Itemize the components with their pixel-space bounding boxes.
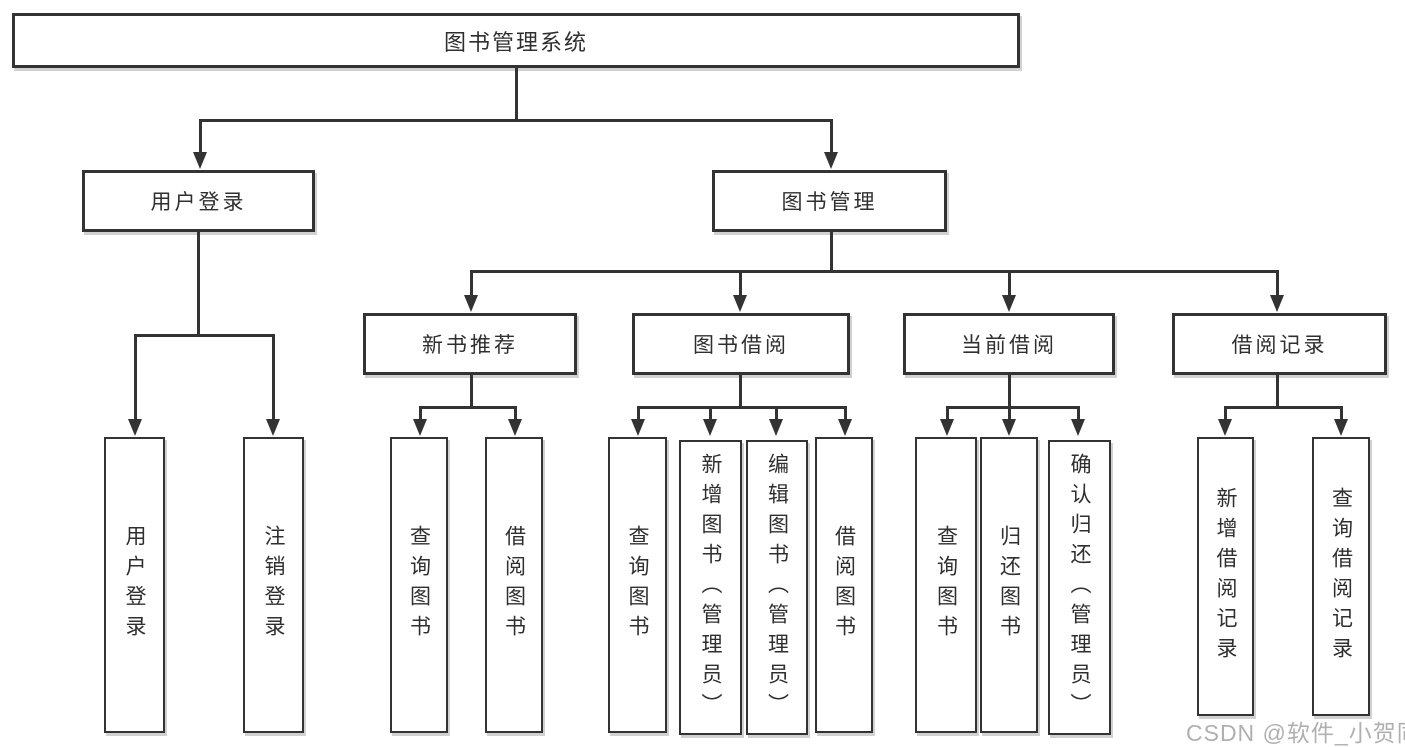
node-label: 图书管理	[781, 191, 878, 214]
leaf-borrow-books: 借阅图书	[815, 437, 873, 733]
leaf-label: 注销登录	[262, 525, 285, 645]
connector-to-login-leaf	[134, 334, 137, 419]
node-library-management-system: 图书管理系统	[12, 13, 1020, 68]
connector-book-mgmt-stem	[830, 232, 833, 273]
leaf-label: 新增图书（管理员）	[699, 452, 722, 723]
arrow-down-icon	[266, 419, 280, 436]
connector-records-stem	[1276, 375, 1279, 409]
connector-level3-rail	[470, 270, 1278, 273]
node-borrow-records: 借阅记录	[1172, 313, 1387, 375]
arrow-down-icon	[703, 419, 717, 436]
arrow-down-icon	[838, 419, 852, 436]
connector-current-stem	[1008, 375, 1011, 409]
connector-leaf	[775, 406, 778, 420]
arrow-down-icon	[940, 419, 954, 436]
arrow-down-icon	[1334, 419, 1348, 436]
leaf-borrow-books-recommend: 借阅图书	[485, 437, 543, 733]
leaf-user-login: 用户登录	[104, 437, 165, 733]
leaf-confirm-return-admin: 确认归还（管理员）	[1048, 440, 1111, 735]
leaf-query-books-borrow: 查询图书	[608, 437, 667, 733]
connector-to-current-borrow	[1008, 270, 1011, 296]
connector-to-book-management	[830, 119, 833, 152]
node-label: 用户登录	[150, 191, 247, 214]
csdn-watermark: CSDN @软件_小贺同学	[1186, 720, 1405, 746]
node-label: 新书推荐	[422, 334, 518, 357]
leaf-label: 查询图书	[626, 525, 649, 645]
arrow-down-icon	[1270, 295, 1284, 312]
connector-leaf	[1224, 406, 1227, 420]
leaf-logout: 注销登录	[243, 437, 304, 733]
leaf-add-book-admin: 新增图书（管理员）	[679, 440, 742, 735]
arrow-down-icon	[508, 419, 522, 436]
leaf-query-books-recommend: 查询图书	[390, 437, 448, 733]
connector-leaf	[637, 406, 640, 420]
arrow-down-icon	[1002, 419, 1016, 436]
node-label: 借阅记录	[1231, 334, 1328, 357]
connector-current-rail	[946, 406, 1079, 409]
leaf-return-books: 归还图书	[980, 437, 1038, 733]
arrow-down-icon	[193, 152, 207, 169]
leaf-label: 归还图书	[997, 525, 1021, 645]
connector-to-logout-leaf	[272, 334, 275, 419]
arrow-down-icon	[1218, 419, 1232, 436]
leaf-edit-book-admin: 编辑图书（管理员）	[746, 440, 808, 735]
leaf-label: 查询借阅记录	[1329, 486, 1353, 667]
connector-recommend-rail	[419, 406, 516, 409]
connector-leaf	[1340, 406, 1343, 420]
connector-leaf	[946, 406, 949, 420]
connector-leaf	[844, 406, 847, 420]
leaf-label: 借阅图书	[502, 525, 526, 645]
leaf-label: 确认归还（管理员）	[1068, 452, 1091, 723]
connector-recommend-stem	[470, 375, 473, 409]
connector-to-new-book-recommend	[470, 270, 473, 296]
connector-user-login-stem	[197, 232, 200, 336]
arrow-down-icon	[824, 152, 838, 169]
node-label: 当前借阅	[961, 334, 1057, 357]
node-current-borrow: 当前借阅	[903, 313, 1115, 375]
arrow-down-icon	[733, 295, 747, 312]
connector-leaf	[1008, 406, 1011, 420]
arrow-down-icon	[128, 419, 142, 436]
connector-records-rail	[1224, 406, 1342, 409]
connector-leaf	[514, 406, 517, 420]
arrow-down-icon	[413, 419, 427, 436]
leaf-label: 编辑图书（管理员）	[765, 452, 789, 723]
arrow-down-icon	[1002, 295, 1016, 312]
node-new-book-recommend: 新书推荐	[363, 313, 577, 375]
arrow-down-icon	[464, 295, 478, 312]
node-label: 图书借阅	[693, 334, 789, 357]
arrow-down-icon	[631, 419, 645, 436]
connector-leaf	[709, 406, 712, 420]
leaf-query-borrow-record: 查询借阅记录	[1312, 437, 1370, 716]
leaf-query-books-current: 查询图书	[915, 437, 977, 733]
connector-level2-rail	[199, 119, 833, 122]
node-label: 图书管理系统	[443, 29, 588, 55]
leaf-label: 查询图书	[407, 525, 431, 645]
leaf-add-borrow-record: 新增借阅记录	[1197, 437, 1254, 716]
connector-root-stem	[515, 66, 518, 120]
connector-borrow-rail	[637, 406, 847, 409]
arrow-down-icon	[1071, 419, 1085, 436]
leaf-label: 查询图书	[934, 525, 958, 645]
leaf-label: 借阅图书	[832, 525, 856, 645]
connector-user-login-rail	[134, 334, 274, 337]
connector-to-book-borrow	[739, 270, 742, 296]
connector-leaf	[419, 406, 422, 420]
connector-to-user-login	[199, 119, 202, 152]
node-book-borrow: 图书借阅	[632, 313, 850, 375]
connector-leaf	[1077, 406, 1080, 420]
arrow-down-icon	[769, 419, 783, 436]
connector-to-borrow-records	[1276, 270, 1279, 296]
leaf-label: 用户登录	[123, 525, 146, 645]
connector-borrow-stem	[739, 375, 742, 409]
node-book-management: 图书管理	[712, 170, 947, 232]
leaf-label: 新增借阅记录	[1214, 486, 1237, 667]
node-user-login: 用户登录	[82, 170, 315, 232]
